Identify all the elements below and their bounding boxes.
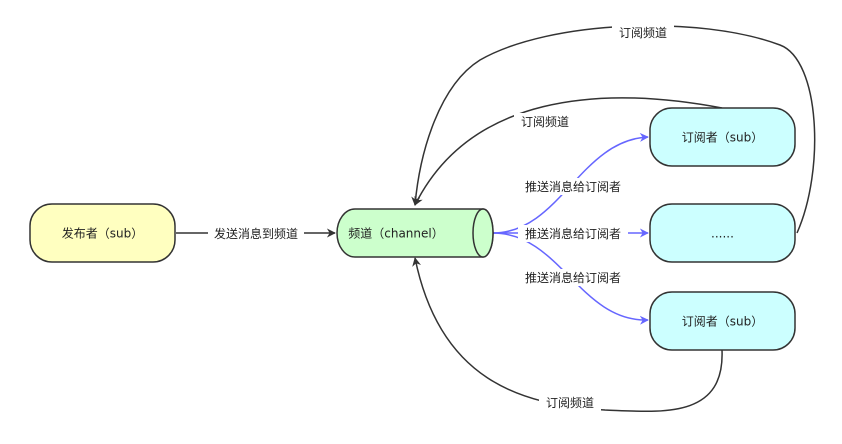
edge-label-push-middle: 推送消息给订阅者	[518, 225, 628, 242]
edge-label-subscribe-outer: 订阅频道	[612, 24, 674, 41]
svg-text:推送消息给订阅者: 推送消息给订阅者	[525, 179, 621, 194]
edge-label-subscribe-bottom: 订阅频道	[539, 394, 601, 411]
svg-text:订阅频道: 订阅频道	[619, 26, 667, 40]
channel-label: 频道（channel）	[348, 227, 444, 241]
publisher-node: 发布者（sub）	[29, 203, 176, 263]
svg-text:订阅频道: 订阅频道	[521, 115, 569, 129]
svg-text:推送消息给订阅者: 推送消息给订阅者	[525, 270, 621, 285]
svg-text:推送消息给订阅者: 推送消息给订阅者	[525, 226, 621, 241]
svg-text:订阅频道: 订阅频道	[546, 396, 594, 410]
subscriber-middle-label: ......	[711, 227, 734, 241]
edge-label-push-bottom: 推送消息给订阅者	[518, 269, 628, 286]
edge-label-subscribe-top: 订阅频道	[514, 113, 576, 130]
subscriber-bottom-label: 订阅者（sub）	[682, 315, 763, 329]
svg-text:发送消息到频道: 发送消息到频道	[214, 226, 298, 241]
publisher-label: 发布者（sub）	[62, 226, 143, 241]
subscriber-node-bottom: 订阅者（sub）	[649, 291, 796, 351]
subscriber-node-top: 订阅者（sub）	[649, 107, 796, 167]
edge-label-publish: 发送消息到频道	[208, 225, 304, 242]
edge-subscribe-top	[414, 97, 723, 206]
subscriber-top-label: 订阅者（sub）	[682, 131, 763, 145]
edge-label-push-top: 推送消息给订阅者	[518, 178, 628, 195]
subscriber-node-middle: ......	[649, 203, 796, 263]
channel-node: 频道（channel）	[336, 208, 494, 258]
